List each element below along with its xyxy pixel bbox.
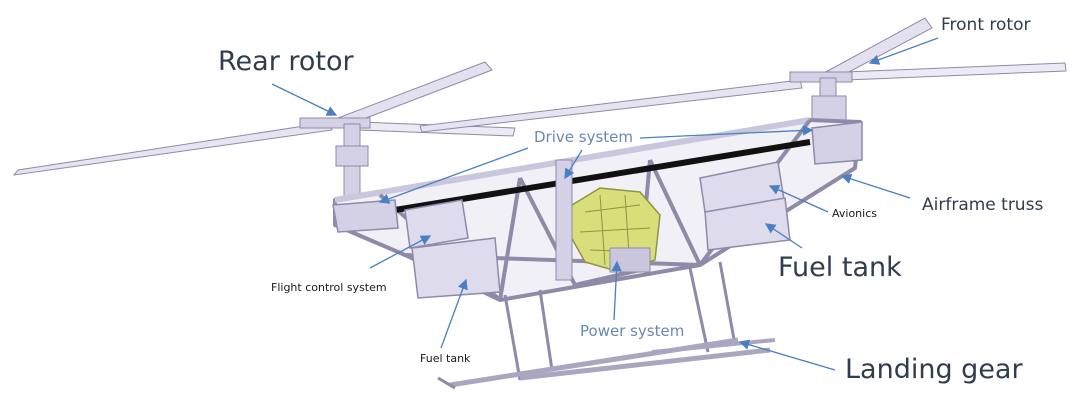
front-rotor-mast bbox=[789, 71, 853, 139]
arrow-flight-control bbox=[369, 235, 432, 269]
label-landing-gear: Landing gear bbox=[845, 354, 1023, 385]
arrow-fuel-tank-small bbox=[440, 278, 468, 349]
label-drive-system: Drive system bbox=[534, 128, 633, 146]
label-avionics: Avionics bbox=[832, 207, 877, 220]
label-front-rotor: Front rotor bbox=[941, 15, 1031, 35]
arrow-rear-rotor bbox=[271, 83, 338, 116]
label-power-system: Power system bbox=[580, 322, 685, 340]
label-rear-rotor: Rear rotor bbox=[218, 46, 354, 77]
arrow-landing-gear bbox=[738, 339, 836, 371]
fuel-tanks bbox=[404, 161, 791, 299]
arrow-fuel-tank-main bbox=[764, 223, 803, 249]
drive-shaft bbox=[394, 139, 811, 213]
label-fuel-tank-main: Fuel tank bbox=[778, 252, 902, 283]
arrow-front-rotor bbox=[868, 37, 939, 65]
label-flight-control-system: Flight control system bbox=[271, 281, 387, 294]
landing-gear bbox=[437, 261, 776, 390]
front-rotor-blades bbox=[419, 17, 1067, 133]
gearboxes bbox=[332, 121, 863, 233]
label-fuel-tank-small: Fuel tank bbox=[420, 352, 471, 365]
arrow-drive-system-center bbox=[564, 149, 583, 180]
callout-arrows bbox=[271, 37, 939, 371]
rear-rotor-blades bbox=[12, 61, 516, 176]
arrow-power-system bbox=[611, 260, 622, 321]
arrow-drive-system-right bbox=[639, 125, 814, 139]
label-airframe-truss: Airframe truss bbox=[922, 195, 1044, 215]
arrow-drive-system-left bbox=[378, 147, 529, 204]
engine bbox=[555, 159, 661, 281]
arrow-airframe-truss bbox=[840, 173, 911, 199]
arrow-avionics bbox=[768, 184, 829, 213]
